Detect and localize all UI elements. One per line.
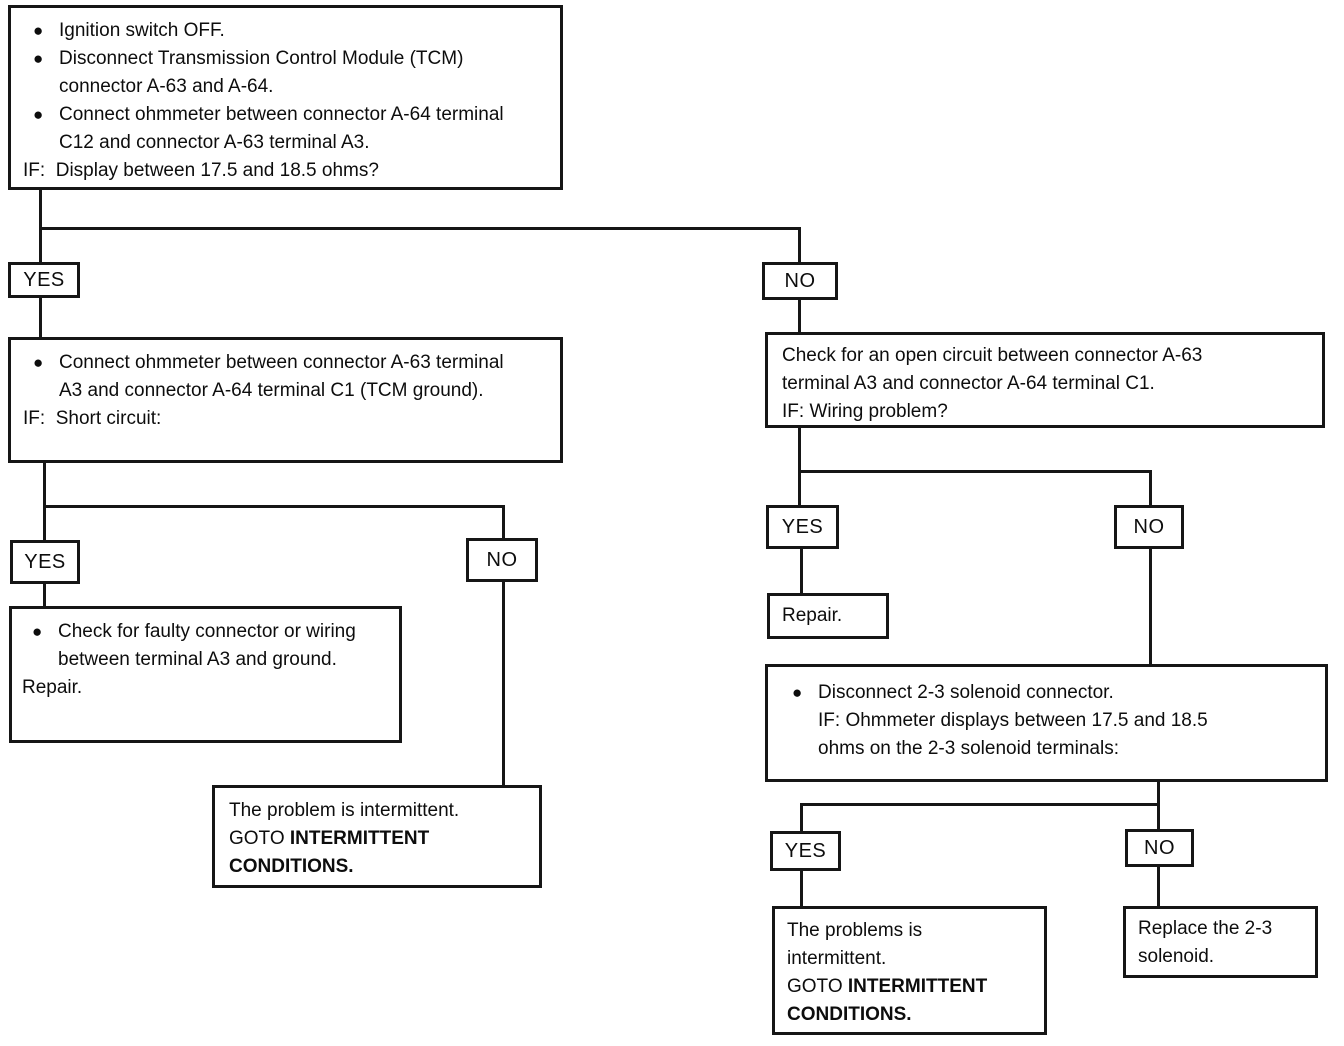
connector-line bbox=[1149, 549, 1152, 664]
solenoid-test-box: ● Disconnect 2-3 solenoid connector. IF:… bbox=[765, 664, 1328, 782]
yes-tag-short: YES bbox=[10, 540, 80, 584]
yes-label: YES bbox=[781, 515, 824, 538]
bullet-text: Connect ohmmeter between connector A-64 … bbox=[59, 104, 504, 153]
no-tag-short: NO bbox=[466, 538, 538, 582]
bullet-icon: ● bbox=[33, 353, 44, 372]
action-text: Repair. bbox=[782, 605, 843, 626]
action-text: Repair. bbox=[22, 677, 83, 698]
connector-line bbox=[798, 227, 801, 262]
bullet-row: ● Connect ohmmeter between connector A-6… bbox=[23, 101, 548, 157]
intermittent-right-box: The problems is intermittent. GOTO INTER… bbox=[772, 906, 1047, 1035]
bullet-text: Disconnect Transmission Control Module (… bbox=[59, 48, 464, 97]
goto-prefix: GOTO bbox=[229, 828, 290, 849]
bullet-icon: ● bbox=[33, 49, 44, 68]
intermittent-left-box: The problem is intermittent. GOTO INTERM… bbox=[212, 785, 542, 888]
start-box: ● Ignition switch OFF. ● Disconnect Tran… bbox=[8, 5, 563, 190]
bullet-icon: ● bbox=[33, 21, 44, 40]
no-label: NO bbox=[784, 269, 816, 292]
goto-target: INTERMITTENT CONDITIONS. bbox=[787, 976, 988, 1025]
bullet-row: ● Check for faulty connector or wiring b… bbox=[22, 618, 389, 674]
connector-line bbox=[798, 428, 801, 505]
result-text: The problems is intermittent. bbox=[787, 920, 923, 969]
no-tag-wiring: NO bbox=[1114, 505, 1184, 549]
connector-line bbox=[1157, 782, 1160, 803]
bullet-text: Connect ohmmeter between connector A-63 … bbox=[59, 352, 504, 401]
if-condition: IF: Wiring problem? bbox=[782, 401, 948, 422]
bullet-row: ● Ignition switch OFF. bbox=[23, 17, 548, 45]
if-condition: IF: Ohmmeter displays between 17.5 and 1… bbox=[818, 710, 1213, 759]
connector-line bbox=[800, 803, 803, 831]
bullet-text: Ignition switch OFF. bbox=[59, 20, 225, 41]
connector-line bbox=[43, 505, 505, 508]
goto-line: GOTO INTERMITTENT CONDITIONS. bbox=[787, 973, 1032, 1029]
no-label: NO bbox=[1133, 515, 1165, 538]
bullet-icon: ● bbox=[33, 105, 44, 124]
yes-label: YES bbox=[784, 839, 827, 862]
bullet-row: ● Disconnect 2-3 solenoid connector. bbox=[782, 679, 1311, 707]
goto-line: GOTO INTERMITTENT CONDITIONS. bbox=[229, 825, 525, 881]
connector-line bbox=[798, 470, 1152, 473]
connector-line bbox=[798, 300, 801, 332]
goto-prefix: GOTO bbox=[787, 976, 848, 997]
no-label: NO bbox=[486, 548, 518, 571]
if-condition: IF: Short circuit: bbox=[23, 408, 162, 429]
no-tag-solenoid: NO bbox=[1125, 829, 1194, 867]
short-circuit-test-box: ● Connect ohmmeter between connector A-6… bbox=[8, 337, 563, 463]
bullet-icon: ● bbox=[32, 622, 43, 641]
bullet-row: ● Connect ohmmeter between connector A-6… bbox=[23, 349, 548, 405]
yes-tag-solenoid: YES bbox=[770, 831, 841, 871]
yes-tag-root: YES bbox=[8, 262, 80, 298]
yes-label: YES bbox=[24, 550, 66, 573]
faulty-wiring-box: ● Check for faulty connector or wiring b… bbox=[9, 606, 402, 743]
connector-line bbox=[39, 298, 42, 337]
bullet-row: ● Disconnect Transmission Control Module… bbox=[23, 45, 548, 101]
if-condition: IF: Display between 17.5 and 18.5 ohms? bbox=[23, 160, 379, 181]
bullet-text: Check for faulty connector or wiring bet… bbox=[58, 621, 356, 670]
connector-line bbox=[502, 582, 505, 785]
connector-line bbox=[1157, 803, 1160, 829]
no-label: NO bbox=[1144, 836, 1175, 859]
connector-line bbox=[1157, 867, 1160, 906]
bullet-icon: ● bbox=[792, 683, 803, 702]
goto-target: INTERMITTENT CONDITIONS. bbox=[229, 828, 430, 877]
connector-line bbox=[800, 549, 803, 593]
connector-line bbox=[800, 803, 1160, 806]
no-tag-root: NO bbox=[762, 262, 838, 300]
open-circuit-test-box: Check for an open circuit between connec… bbox=[765, 332, 1325, 428]
result-text: The problem is intermittent. bbox=[229, 800, 460, 821]
bullet-text: Disconnect 2-3 solenoid connector. bbox=[818, 682, 1114, 703]
connector-line bbox=[43, 584, 46, 606]
connector-line bbox=[1149, 470, 1152, 505]
yes-label: YES bbox=[23, 268, 65, 291]
yes-tag-wiring: YES bbox=[766, 505, 839, 549]
connector-line bbox=[39, 227, 801, 230]
replace-solenoid-box: Replace the 2-3 solenoid. bbox=[1123, 906, 1318, 978]
connector-line bbox=[502, 505, 505, 538]
connector-line bbox=[800, 871, 803, 906]
connector-line bbox=[39, 190, 42, 262]
action-text: Replace the 2-3 solenoid. bbox=[1138, 918, 1273, 967]
instruction-text: Check for an open circuit between connec… bbox=[782, 345, 1203, 394]
repair-box: Repair. bbox=[767, 593, 889, 639]
connector-line bbox=[43, 463, 46, 540]
